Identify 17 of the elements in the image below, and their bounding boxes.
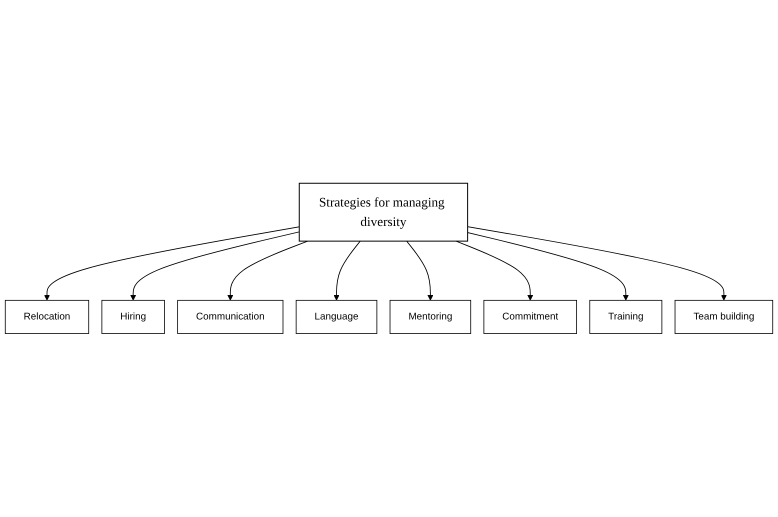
node-box: Communication: [177, 300, 284, 334]
node-box: Team building: [674, 300, 774, 334]
arrow: [227, 240, 308, 301]
node-box: Language: [296, 300, 378, 334]
arrow: [406, 240, 434, 301]
node-box: Relocation: [4, 300, 90, 334]
arrow: [467, 232, 629, 301]
node-box: Training: [589, 300, 662, 334]
node-box: Hiring: [101, 300, 165, 334]
arrow: [334, 240, 361, 301]
arrow: [467, 226, 727, 301]
arrow: [456, 240, 534, 301]
arrow: [130, 232, 300, 301]
node-box: Strategies for managing diversity: [298, 182, 468, 242]
node-box: Commitment: [483, 300, 577, 334]
arrow: [44, 226, 300, 301]
node-box: Mentoring: [390, 300, 472, 334]
